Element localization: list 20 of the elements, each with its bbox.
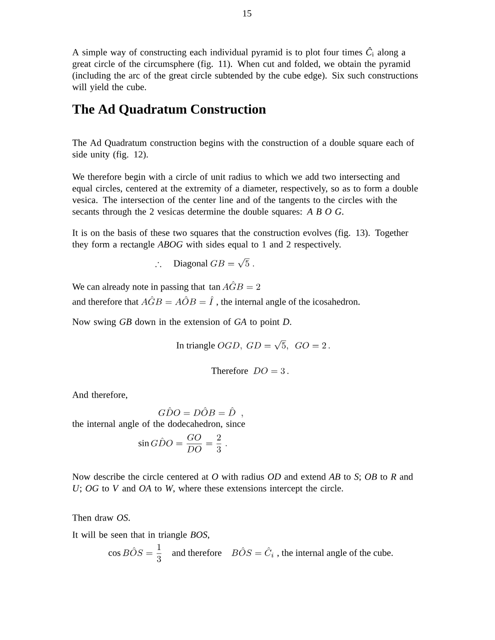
section-heading: The Ad Quadratum Construction (72, 104, 266, 116)
formula: $\text{We can already note in passing that }\tan A\hat{G}B=2$ (72, 281, 260, 292)
paragraph: And therefore, (72, 391, 128, 400)
formula: $G\hat{D}O=D\hat{O}B=\hat{D}\;\;,$ (158, 407, 243, 418)
formula: $\text{Therefore }\ DO=3\,.$ (211, 367, 288, 374)
formula: $\therefore\quad \text{Diagonal } GB=\sqrt{5}\;.$ (155, 258, 254, 268)
paragraph: Then draw OS. (72, 514, 130, 521)
paragraph: It will be seen that in triangle BOS, (72, 531, 210, 540)
formula: $\cos B\hat{O}S=\frac{1}{3}\quad\text{and therefore}\quad B\hat{O}S=\hat{C}_{i}\;\text{, the internal angle of the cube.}$ (108, 544, 393, 562)
paragraph: The Ad Quadratum construction begins with the construction of a double square each of side unity (fig. 12). (72, 139, 414, 160)
paragraph: A simple way of constructing each individual pyramid is to plot four times Ĉ$_{i}$ along a great circle of the circumsphere (fig. 11). When cut and folded, we obtain the pyramid (including the arc of the great circle subtended by the cube edge). Six such constructions will yield the cube. (72, 47, 418, 92)
formula: $\sin G\hat{D}O=\frac{GO}{DO}=\frac{2}{3}\;.$ (138, 434, 227, 452)
paragraph: Now describe the circle centered at O with radius OD and extend AB to S; OB to R and U; OG to V and OA to W, where these extensions intercept the circle. (72, 473, 413, 494)
page-number: 15 (243, 10, 252, 16)
formula: $\text{In triangle }OGD,\ GD=\sqrt{5},\ \ GO=2\,.$ (176, 340, 330, 350)
paragraph: It is on the basis of these two squares that the construction evolves (fig. 13). Together they form a rectangle ABOG with sides equal to 1 and 2 respectively. (72, 229, 408, 250)
formula: $\text{and therefore that }A\hat{G}B=A\hat{O}B=\hat{I}\;\text{, the internal angle of the icosahedron.}$ (72, 296, 360, 307)
paragraph: the internal angle of the dodecahedron, since (72, 420, 245, 429)
paragraph: We therefore begin with a circle of unit radius to which we add two intersecting and equal circles, centered at the extremity of a diameter, respectively, so as to form a double vesica. The intersection of the center line and of the tangents to the circles with the secants through the 2 vesicas determine the double squares: A B O G. (72, 173, 418, 217)
paragraph: Now swing GB down in the extension of GA to point D. (72, 318, 292, 327)
